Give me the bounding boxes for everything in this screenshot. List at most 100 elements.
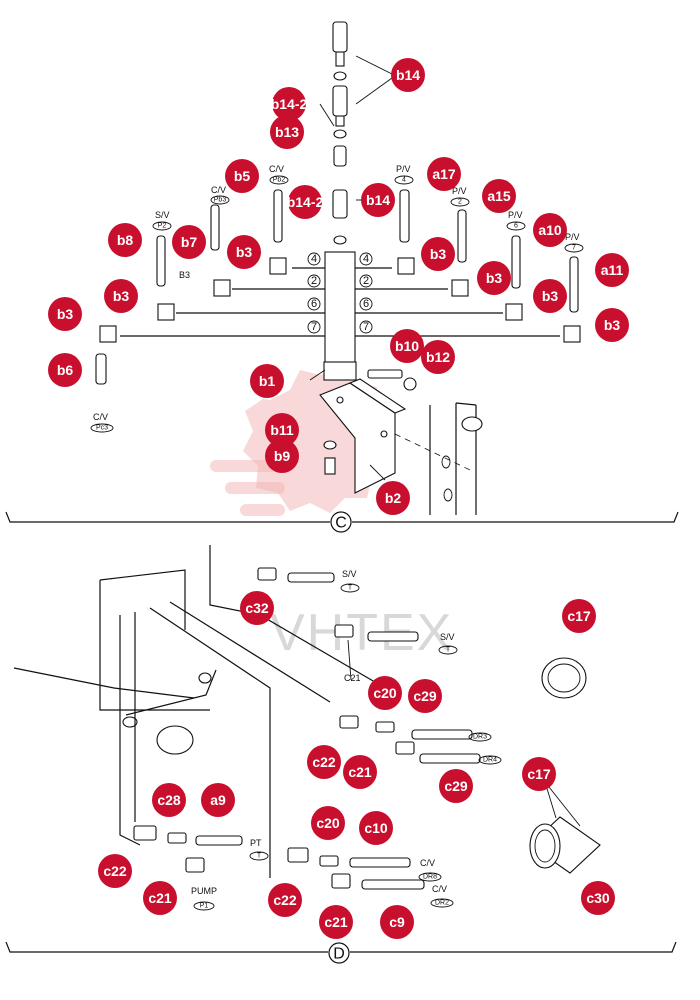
callout-b3-6[interactable]: b3	[104, 279, 138, 313]
svg-text:b12: b12	[426, 349, 450, 365]
svg-text:c21: c21	[324, 914, 348, 930]
callout-b3-1[interactable]: b3	[227, 235, 261, 269]
callout-b14-2-top[interactable]: b14-2	[271, 87, 308, 121]
svg-text:b5: b5	[234, 168, 251, 184]
callout-c9[interactable]: c9	[380, 905, 414, 939]
svg-text:b3: b3	[236, 244, 253, 260]
callout-b5[interactable]: b5	[225, 159, 259, 193]
port-label-cv-pb3: C/V	[211, 185, 226, 195]
port-label-cv-pb2: C/V	[269, 164, 284, 174]
section-c-bracket: C	[5, 511, 679, 533]
svg-text:b2: b2	[385, 490, 402, 506]
svg-text:c17: c17	[527, 766, 551, 782]
port-code-7: 7	[572, 245, 576, 252]
svg-text:b3: b3	[57, 306, 74, 322]
line-code-dr8: DR8	[423, 874, 437, 881]
svg-text:b14-2: b14-2	[287, 194, 324, 210]
line-code-t-2: T	[446, 647, 451, 654]
svg-text:c21: c21	[348, 764, 372, 780]
callout-c32[interactable]: c32	[240, 591, 274, 625]
callout-b6[interactable]: b6	[48, 353, 82, 387]
callout-b10[interactable]: b10	[390, 329, 424, 363]
callout-a15[interactable]: a15	[482, 179, 516, 213]
callout-b3-3[interactable]: b3	[477, 261, 511, 295]
port-number-7-right: 7	[359, 320, 373, 334]
port-label-pv-7: P/V	[565, 232, 580, 242]
port-labels: C/V Pb2 C/V Pb3 S/V P2 P/V 4 P/V 2 P/V 6…	[90, 164, 584, 911]
line-label-sv-2: S/V	[440, 632, 455, 642]
svg-text:b14-2: b14-2	[271, 96, 308, 112]
callout-c21-mid[interactable]: c21	[319, 905, 353, 939]
callout-a10[interactable]: a10	[533, 213, 567, 247]
svg-text:c17: c17	[567, 608, 591, 624]
watermark-text: VHTEX	[270, 604, 453, 662]
svg-text:c32: c32	[245, 600, 269, 616]
svg-text:b14: b14	[396, 67, 420, 83]
callout-b3-4[interactable]: b3	[533, 279, 567, 313]
callout-b11[interactable]: b11	[265, 413, 299, 447]
svg-text:b9: b9	[274, 448, 291, 464]
callout-b3-2[interactable]: b3	[421, 237, 455, 271]
callout-b14-mid[interactable]: b14	[361, 183, 395, 217]
callout-c22-top[interactable]: c22	[307, 745, 341, 779]
svg-text:c20: c20	[316, 815, 340, 831]
svg-text:b13: b13	[275, 124, 299, 140]
line-label-pt: PT	[250, 838, 262, 848]
port-label-pv-4: P/V	[396, 164, 411, 174]
line-code-dr2: DR2	[435, 900, 449, 907]
port-code-6: 6	[514, 223, 518, 230]
callout-b14-2-mid[interactable]: b14-2	[287, 185, 324, 219]
callout-b3-7[interactable]: b3	[48, 297, 82, 331]
line-label-pump: PUMP	[191, 886, 217, 896]
section-d-label: D	[333, 946, 345, 963]
svg-text:c9: c9	[389, 914, 405, 930]
port-code-pc3: Pc3	[96, 425, 108, 432]
line-label-cv-2: C/V	[432, 884, 447, 894]
port-code-p2: P2	[158, 223, 167, 230]
port-code-4: 4	[402, 177, 406, 184]
section-c-drawing	[95, 21, 581, 515]
line-code-p1: P1	[200, 903, 209, 910]
callout-c20-top[interactable]: c20	[368, 676, 402, 710]
callout-b7[interactable]: b7	[172, 225, 206, 259]
callout-a9[interactable]: a9	[201, 783, 235, 817]
callout-b3-5[interactable]: b3	[595, 308, 629, 342]
callout-a11[interactable]: a11	[595, 253, 629, 287]
svg-text:c20: c20	[373, 685, 397, 701]
line-code-t-3: T	[257, 853, 262, 860]
callout-c29-top[interactable]: c29	[408, 679, 442, 713]
callout-c28[interactable]: c28	[152, 783, 186, 817]
callout-c20-bottom[interactable]: c20	[311, 806, 345, 840]
svg-text:c22: c22	[273, 892, 297, 908]
callout-b2[interactable]: b2	[376, 481, 410, 515]
line-code-dr3: DR3	[473, 734, 487, 741]
callout-b13[interactable]: b13	[270, 115, 304, 149]
svg-text:2: 2	[363, 275, 369, 287]
callout-c22-left[interactable]: c22	[98, 854, 132, 888]
callout-b9[interactable]: b9	[265, 439, 299, 473]
callout-b12[interactable]: b12	[421, 340, 455, 374]
callout-a17[interactable]: a17	[427, 157, 461, 191]
callout-b8[interactable]: b8	[108, 223, 142, 257]
callout-c30[interactable]: c30	[581, 881, 615, 915]
callout-c10[interactable]: c10	[359, 811, 393, 845]
svg-text:7: 7	[363, 321, 369, 333]
callout-c17-top[interactable]: c17	[562, 599, 596, 633]
svg-text:b6: b6	[57, 362, 74, 378]
port-number-7-left: 7	[307, 320, 321, 334]
callout-b1[interactable]: b1	[250, 364, 284, 398]
callout-c29-bottom[interactable]: c29	[439, 769, 473, 803]
callout-c22-mid[interactable]: c22	[268, 883, 302, 917]
callout-c17-bottom[interactable]: c17	[522, 757, 556, 791]
line-label-cv-1: C/V	[420, 858, 435, 868]
callout-c21-top[interactable]: c21	[343, 755, 377, 789]
line-label-c21: C21	[344, 673, 361, 683]
svg-text:6: 6	[363, 298, 369, 310]
port-code-2: 2	[458, 199, 462, 206]
svg-text:b3: b3	[113, 288, 130, 304]
callout-c21-left[interactable]: c21	[143, 881, 177, 915]
port-number-4-right: 4	[359, 252, 373, 266]
svg-text:b7: b7	[181, 234, 198, 250]
callout-b14-top[interactable]: b14	[391, 58, 425, 92]
svg-text:b14: b14	[366, 192, 390, 208]
